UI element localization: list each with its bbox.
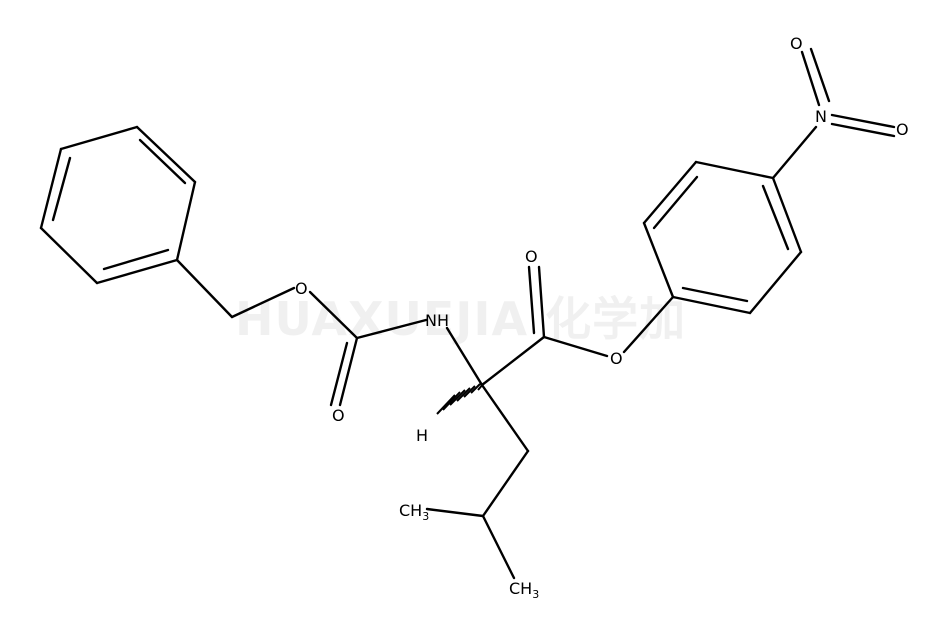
atom-label-methyl: CH3 xyxy=(509,579,539,601)
bond-inner xyxy=(761,184,790,251)
bond xyxy=(642,221,675,299)
bond xyxy=(338,336,359,407)
atom-label-hydrogen: H xyxy=(416,426,428,445)
atom-label-oxygen: O xyxy=(896,120,909,139)
bond xyxy=(481,449,530,518)
stereo-hash-wedge xyxy=(436,382,485,415)
bond xyxy=(480,383,530,453)
bond xyxy=(175,180,197,262)
bond xyxy=(830,113,896,129)
bond xyxy=(39,147,63,230)
bond xyxy=(542,335,609,358)
bond-lines xyxy=(39,47,896,580)
bond xyxy=(830,122,896,138)
bond xyxy=(527,265,536,335)
atom-label-oxygen: O xyxy=(525,247,538,266)
bond-inner xyxy=(138,138,187,185)
atom-label-oxygen: O xyxy=(295,279,308,298)
bond xyxy=(355,318,428,340)
bond xyxy=(537,265,546,339)
atom-label-nh: NH xyxy=(425,311,449,330)
bond xyxy=(175,258,234,319)
atom-label-oxygen: O xyxy=(332,406,345,425)
bond xyxy=(800,50,821,107)
bond xyxy=(694,160,775,180)
bond xyxy=(445,326,484,387)
bond xyxy=(642,160,698,225)
bond xyxy=(308,290,359,340)
bond xyxy=(135,125,197,184)
bond-inner xyxy=(681,286,749,303)
bond xyxy=(671,295,752,315)
bond xyxy=(481,514,516,580)
bond xyxy=(480,335,546,387)
bond-inner xyxy=(652,175,699,230)
bond xyxy=(39,226,99,285)
bond xyxy=(771,176,803,254)
bond xyxy=(809,47,831,103)
bond-inner xyxy=(102,248,170,271)
atom-label-oxygen: O xyxy=(790,34,803,53)
bond xyxy=(59,125,139,151)
bond xyxy=(95,258,179,285)
atom-label-methyl: CH3 xyxy=(399,501,429,523)
watermark-text: HUAXUEJIA 化学加 xyxy=(235,292,686,346)
bond xyxy=(329,341,349,407)
atom-label-oxygen: O xyxy=(610,349,623,368)
atom-label-nitrogen: N xyxy=(815,107,827,126)
bond xyxy=(230,286,296,319)
bond-inner xyxy=(51,156,72,222)
bond xyxy=(748,250,803,315)
bond xyxy=(771,125,818,180)
bond xyxy=(622,295,675,354)
bond xyxy=(425,507,485,518)
